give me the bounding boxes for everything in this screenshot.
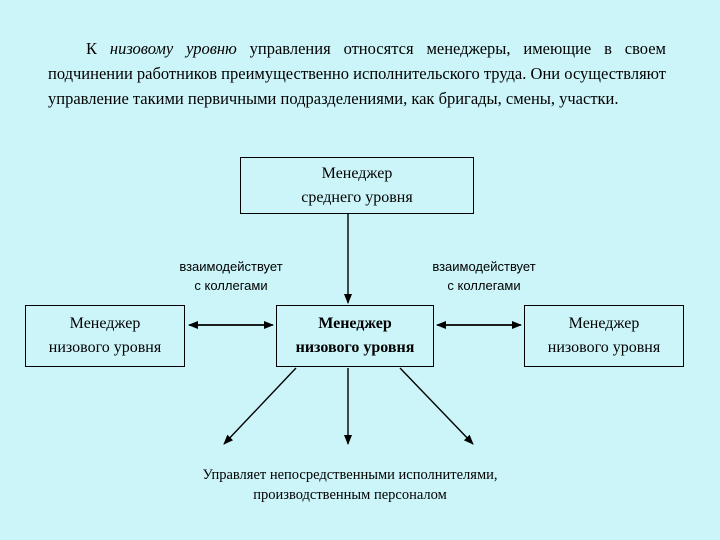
interaction-label-left: взаимодействует с коллегами xyxy=(156,257,306,295)
interaction-label-left-line2: с коллегами xyxy=(194,278,268,293)
lower-manager-right-box: Менеджер низового уровня xyxy=(524,305,684,367)
subordinates-caption-line2: производственным персоналом xyxy=(253,487,447,503)
subordinates-caption-line1: Управляет непосредственными исполнителям… xyxy=(202,467,498,483)
lower-manager-right-line1: Менеджер xyxy=(568,315,640,332)
arrow-center-down-right xyxy=(399,367,474,445)
lower-manager-left-line2: низового уровня xyxy=(48,339,162,356)
intro-prefix: К xyxy=(86,39,110,58)
arrow-center-down-left xyxy=(223,367,297,445)
interaction-label-left-line1: взаимодействует xyxy=(179,259,283,274)
interaction-label-right-line1: взаимодействует xyxy=(432,259,536,274)
middle-manager-box: Менеджер среднего уровня xyxy=(240,157,474,214)
lower-manager-right-line2: низового уровня xyxy=(547,339,661,356)
lower-manager-center-box: Менеджер низового уровня xyxy=(276,305,434,367)
interaction-label-right: взаимодействует с коллегами xyxy=(408,257,560,295)
lower-manager-center-line2: низового уровня xyxy=(295,339,415,356)
subordinates-caption: Управляет непосредственными исполнителям… xyxy=(130,465,570,505)
intro-suffix: управления относятся менеджеры, имеющие … xyxy=(48,39,666,108)
intro-term: низовому уровню xyxy=(109,39,237,58)
intro-paragraph: К низовому уровню управления относятся м… xyxy=(48,36,666,111)
middle-manager-line1: Менеджер xyxy=(321,164,393,182)
interaction-label-right-line2: с коллегами xyxy=(447,278,521,293)
middle-manager-line2: среднего уровня xyxy=(301,188,413,206)
lower-manager-left-box: Менеджер низового уровня xyxy=(25,305,185,367)
lower-manager-left-line1: Менеджер xyxy=(69,315,141,332)
lower-manager-center-line1: Менеджер xyxy=(318,315,392,332)
